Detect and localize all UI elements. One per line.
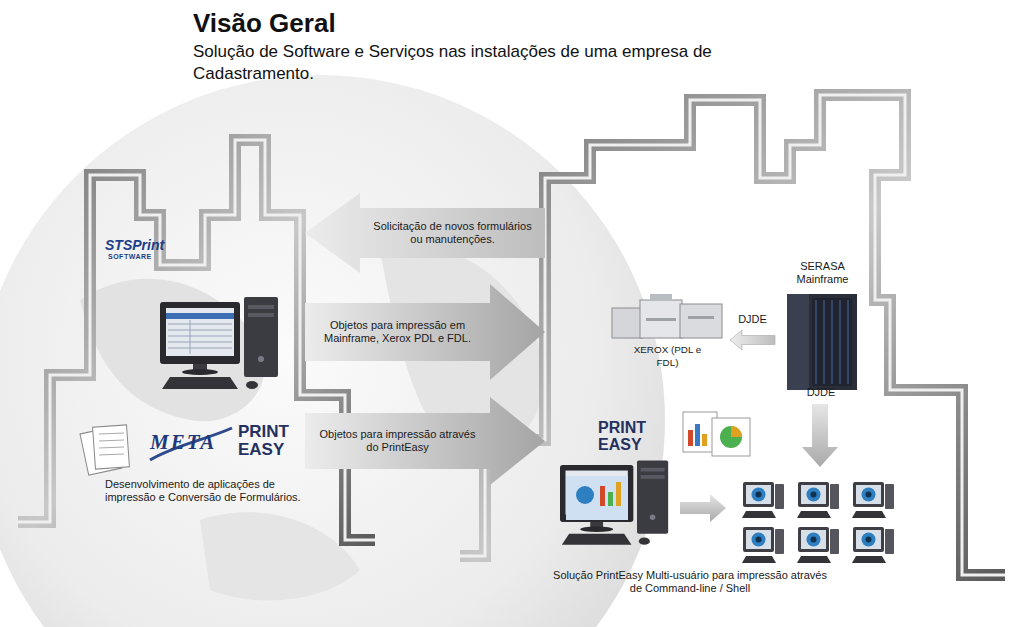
xerox-printer	[612, 294, 722, 338]
description: Solução PrintEasy Multi-usuário para imp…	[552, 569, 828, 595]
subtitle: Solução de Software e Serviços nas insta…	[193, 41, 793, 85]
block-arrow	[730, 330, 775, 350]
logo-text: META	[150, 430, 240, 454]
left-computer	[160, 297, 278, 389]
connector-label: DJDE	[738, 313, 767, 326]
block-arrow	[305, 284, 545, 380]
node-region: SERASA Mainframe	[775, 258, 870, 393]
logo-text: PRINT EASY	[598, 419, 660, 453]
block-arrow	[305, 193, 545, 273]
to-workstations-arrow	[680, 494, 726, 522]
title: Visão Geral	[193, 8, 336, 38]
form-documents	[80, 425, 129, 475]
node-region: XEROX (PDL e FDL)	[605, 292, 730, 367]
block-arrow	[305, 397, 545, 485]
logo-text: PRINT EASY	[238, 423, 302, 459]
connector-label: Objetos para impressão em Mainframe, Xer…	[313, 319, 482, 345]
connector-label: Solicitação de novos formulários ou manu…	[368, 220, 537, 246]
logo-subtext: SOFTWARE	[108, 253, 168, 261]
node-region: STSPrintSOFTWARE METAPRINT EASY Desenvolvi…	[70, 235, 305, 525]
mainframe	[787, 294, 857, 390]
connector-label: Objetos para impressão através do PrintE…	[313, 428, 482, 454]
report-charts	[683, 412, 750, 456]
printeasy-computer	[560, 460, 668, 544]
device-label: XEROX (PDL e FDL)	[630, 343, 705, 369]
node-region: PRINT EASY Solução PrintEasy Multi-usuári…	[545, 255, 1000, 605]
workstations	[742, 482, 894, 563]
logo-text: STSPrint	[105, 237, 195, 253]
djde-down-arrow	[802, 404, 838, 467]
right-building-outline	[460, 95, 1005, 575]
signal-label: DJDE	[801, 386, 841, 399]
description: Desenvolvimento de aplicações de impress…	[105, 478, 305, 504]
device-label: SERASA Mainframe	[785, 260, 860, 286]
